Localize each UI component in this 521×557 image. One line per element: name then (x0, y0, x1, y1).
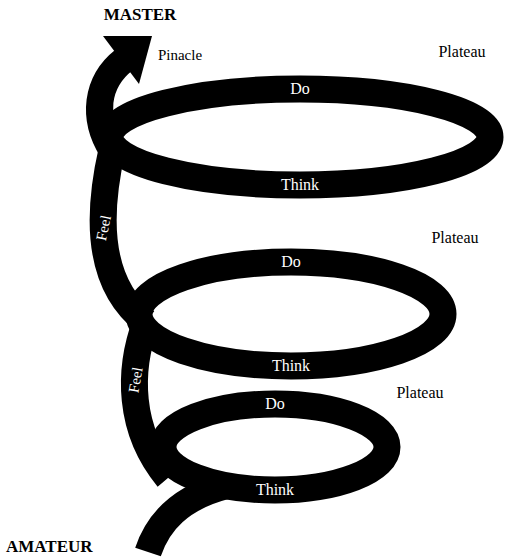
arrowhead (103, 36, 152, 84)
stage-label: Pinacle (158, 48, 202, 63)
band-label: Do (281, 254, 301, 270)
arrow-shaft (100, 60, 125, 150)
band-label: Think (256, 482, 294, 498)
band-label: Think (272, 358, 310, 374)
end-label: MASTER (104, 6, 177, 23)
end-label: AMATEUR (6, 537, 93, 554)
stage-label: Plateau (431, 230, 478, 246)
band-edges (110, 137, 490, 490)
band-label: Do (290, 81, 310, 97)
band-label: Think (281, 177, 319, 193)
spiral-band-front (100, 60, 491, 552)
band-label: Do (265, 396, 285, 412)
stage-label: Plateau (438, 44, 485, 60)
lower-rise (134, 322, 168, 478)
stage-label: Plateau (396, 385, 443, 401)
spiral-band (110, 89, 490, 447)
